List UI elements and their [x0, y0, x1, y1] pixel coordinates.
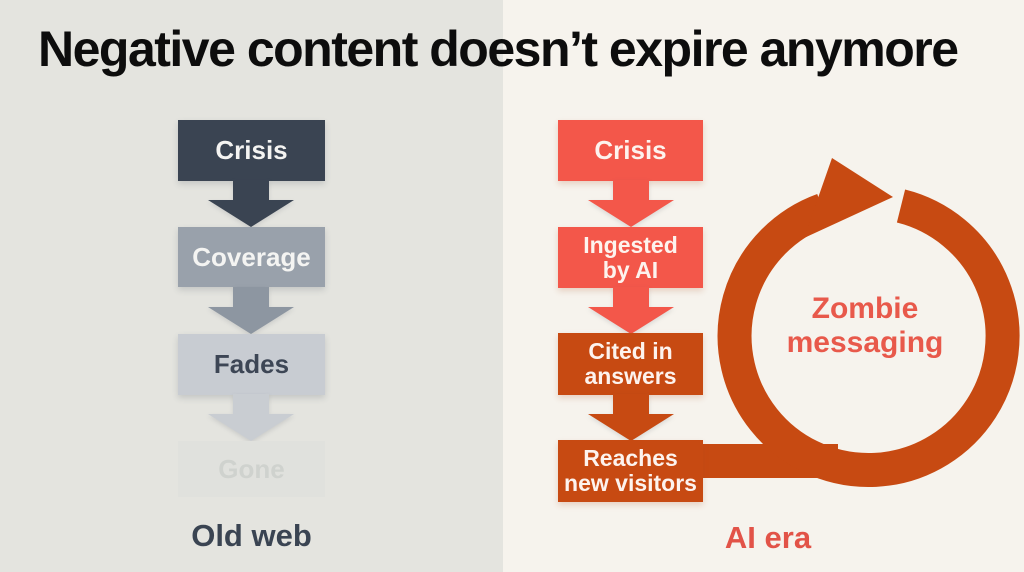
down-arrow-icon [208, 180, 294, 227]
step-label: Crisis [594, 135, 667, 166]
zombie-messaging-label: Zombie messaging [786, 292, 944, 359]
down-arrow-icon [208, 287, 294, 334]
down-arrow-icon [588, 287, 674, 334]
old-web-step-fades: Fades [178, 334, 325, 395]
ai-era-step-cited-in-answers: Cited in answers [558, 333, 703, 395]
old-web-step-coverage: Coverage [178, 227, 325, 287]
down-arrow-icon [588, 394, 674, 441]
step-label: Cited in answers [584, 338, 677, 389]
step-label: Gone [218, 453, 285, 484]
ai-era-step-ingested-by-ai: Ingested by AI [558, 227, 703, 288]
old-web-step-gone: Gone [178, 441, 325, 497]
down-arrow-icon [588, 180, 674, 227]
step-label: Coverage [192, 241, 311, 272]
ai-era-step-reaches-new-visitors: Reaches new visitors [558, 440, 703, 502]
ai-era-caption: AI era [724, 520, 812, 555]
loop-arrowhead-icon [804, 158, 893, 238]
ai-era-step-crisis: Crisis [558, 120, 703, 181]
down-arrow-icon [208, 394, 294, 441]
step-label: Ingested by AI [583, 231, 678, 283]
step-label: Reaches new visitors [564, 445, 697, 496]
loop-ring [717, 189, 1020, 487]
step-label: Fades [213, 349, 290, 380]
step-label: Crisis [215, 135, 288, 166]
old-web-caption: Old web [191, 518, 312, 553]
old-web-step-crisis: Crisis [178, 120, 325, 181]
page-title: Negative content doesn’t expire anymore [38, 21, 959, 77]
